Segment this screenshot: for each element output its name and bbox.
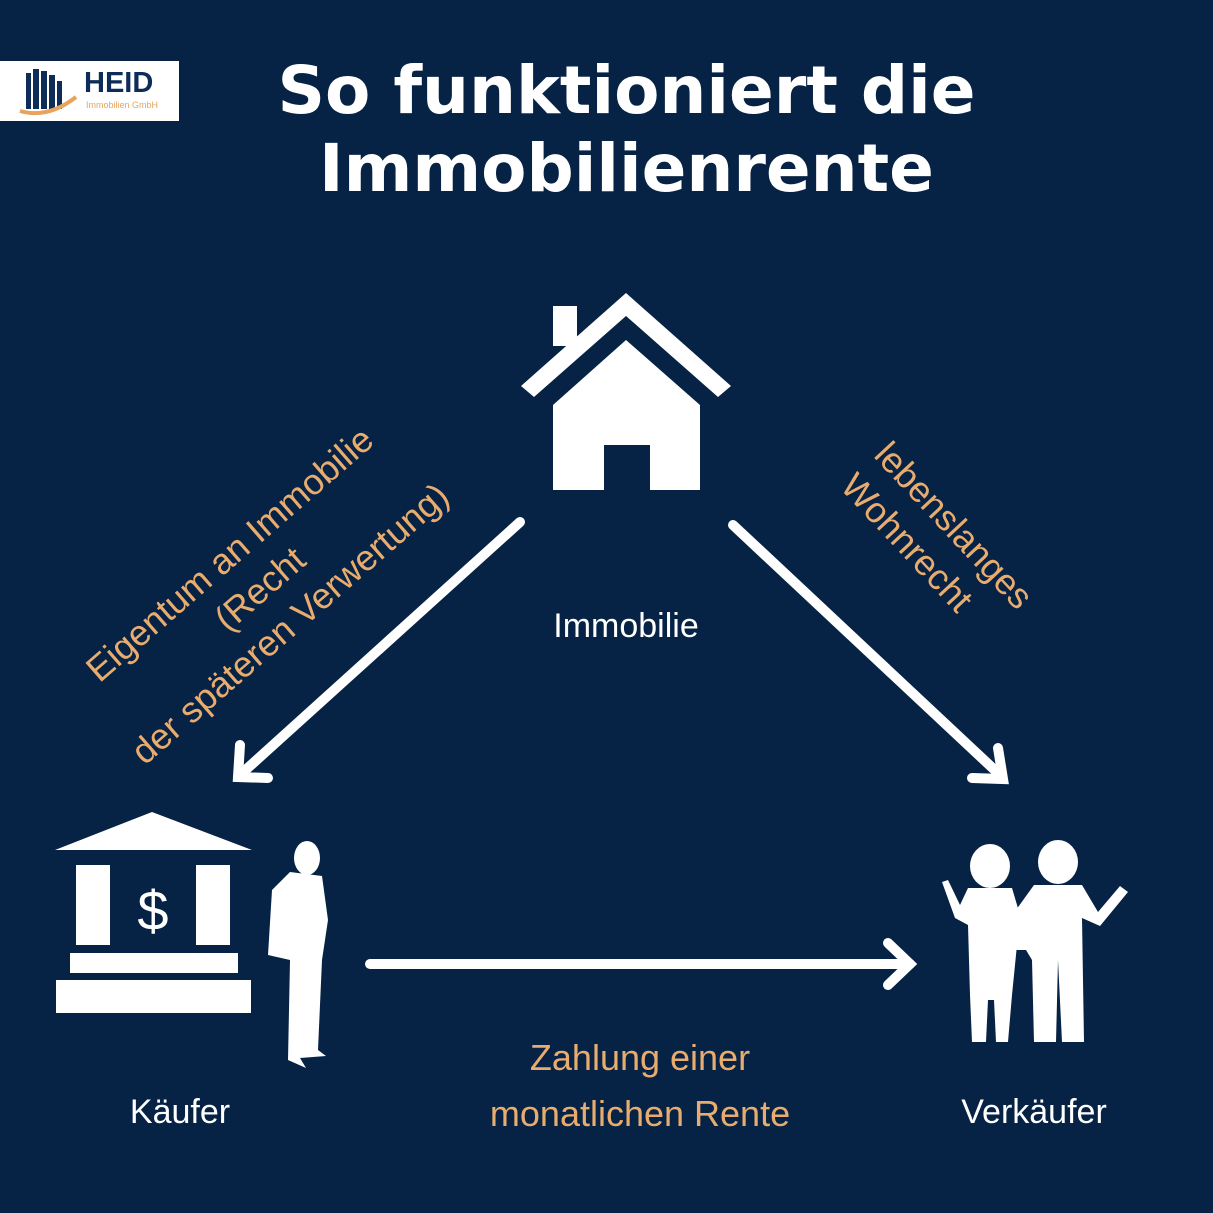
edge-label-line: Zahlung einer [529,1037,751,1078]
arrow-buyer-to-seller [365,938,918,990]
couple-icon [942,840,1128,1042]
company-logo: HEID Immobilien GmbH [0,61,179,121]
page-title: So funktioniert die Immobilienrente [0,52,1213,208]
node-property-label: Immobilie [553,607,699,645]
house-icon [521,293,731,490]
bank-icon: $ [55,812,252,1013]
arrow-property-to-buyer [232,517,525,783]
building-logo-icon [19,69,78,116]
title-line: Immobilienrente [319,130,934,207]
node-seller-label: Verkäufer [961,1093,1107,1131]
businessman-icon [268,841,328,1068]
arrow-property-to-seller [728,520,1009,785]
node-buyer-label: Käufer [129,1093,231,1131]
logo-subtitle: Immobilien GmbH [86,100,159,110]
edge-label-line: monatlichen Rente [489,1093,791,1134]
logo-name: HEID [84,67,154,99]
svg-text:$: $ [137,879,168,942]
title-line: So funktioniert die [277,52,976,129]
edge-label-payment: Zahlung einer monatlichen Rente [440,1030,840,1142]
